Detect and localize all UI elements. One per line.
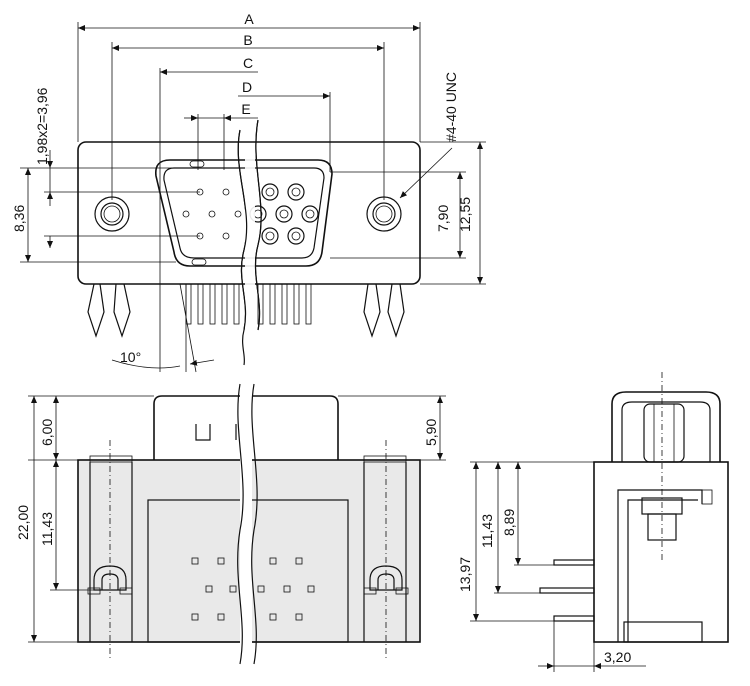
dimension-pitch: 1,98x2=3,96 <box>34 87 53 206</box>
key-bottom <box>191 258 207 266</box>
dsub-shell-inner <box>163 167 325 259</box>
dimension-E-label: E <box>241 101 250 117</box>
board-lock-left <box>87 283 131 338</box>
dimension-320-label: 3,20 <box>604 649 631 665</box>
board-lock-clip-right <box>363 565 409 595</box>
dimension-A: A <box>78 11 420 31</box>
board-lock-right <box>363 283 405 338</box>
dimension-590-label: 5,90 <box>423 419 439 446</box>
dimension-1397-label: 13,97 <box>457 557 473 592</box>
dimension-836: 8,36 <box>11 168 31 262</box>
thread-label: #4-40 UNC <box>443 72 459 142</box>
dimension-1143-side-label: 11,43 <box>479 514 495 548</box>
dimension-790: 7,90 <box>435 172 463 258</box>
dimension-C: C <box>160 55 258 75</box>
dimension-600: 6,00 <box>39 396 59 460</box>
side-hood-outline <box>611 391 721 462</box>
mounting-hole-left <box>94 196 130 232</box>
board-lock-clip-left <box>87 565 133 595</box>
dimension-2200: 22,00 <box>15 396 37 642</box>
key-top <box>189 160 205 168</box>
dimension-1255: 12,55 <box>457 142 483 284</box>
side-pin-bottom <box>553 615 595 622</box>
side-pin-top <box>553 559 595 566</box>
dimension-C-label: C <box>243 55 253 71</box>
dimension-pitch-label: 1,98x2=3,96 <box>34 87 50 165</box>
dimension-1143-bottom: 11,43 <box>39 460 59 590</box>
dimension-2200-label: 22,00 <box>15 505 31 540</box>
front-view: A B C D E <box>11 11 486 373</box>
dimension-1397: 13,97 <box>457 462 479 621</box>
dimension-1143-bottom-label: 11,43 <box>39 512 55 546</box>
dimension-D: D <box>238 79 330 99</box>
bottom-view: 6,00 22,00 11,43 5,90 <box>15 383 446 665</box>
dimension-836-label: 8,36 <box>11 205 27 232</box>
dimension-B-label: B <box>243 32 252 48</box>
dimension-E: E <box>184 101 258 121</box>
dimension-600-label: 6,00 <box>39 419 55 446</box>
dimension-889-label: 8,89 <box>501 509 517 536</box>
dimension-1143-side: 11,43 <box>479 462 501 593</box>
bottom-break-right <box>251 383 258 665</box>
angle-label: 10° <box>120 349 141 365</box>
dimension-790-label: 7,90 <box>435 205 451 232</box>
angle-callout: 10° <box>111 283 215 373</box>
dimension-A-label: A <box>244 11 254 27</box>
side-pin-middle <box>539 587 595 594</box>
side-body-outline <box>593 461 729 643</box>
dimension-D-label: D <box>242 79 252 95</box>
mounting-hole-right <box>366 196 402 232</box>
dimension-889: 8,89 <box>501 462 521 565</box>
pin-squares <box>191 557 315 621</box>
dsub-shell-outer <box>154 159 333 267</box>
dimension-B: B <box>112 32 384 51</box>
side-view: 13,97 11,43 8,89 3,20 <box>457 372 729 672</box>
dimension-590: 5,90 <box>423 396 443 460</box>
thread-callout: #4-40 UNC <box>399 72 459 199</box>
pcb-tails <box>185 283 312 325</box>
pin-contacts <box>182 183 319 245</box>
bottom-break-left <box>237 383 244 665</box>
dimension-320: 3,20 <box>538 649 646 669</box>
dimension-1255-label: 12,55 <box>457 197 473 232</box>
